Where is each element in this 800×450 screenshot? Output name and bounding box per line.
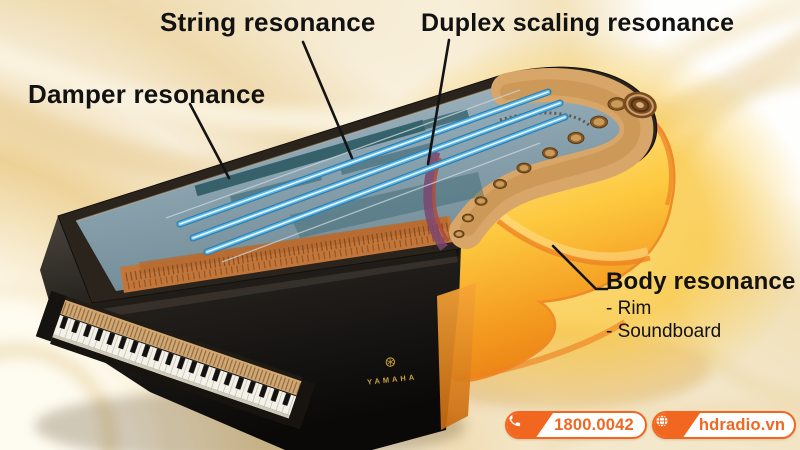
website-badge: hdradio.vn [652,411,796,439]
piano-side-glow [437,283,476,430]
damper-resonance-label: Damper resonance [28,79,266,109]
piano-strings [165,88,569,263]
frame-holes [453,97,627,238]
string-resonance-label: String resonance [160,7,376,37]
leader-lines [188,38,609,291]
string-resonance-highlight [176,88,569,256]
damper-strip [194,119,426,197]
piano-soundboard [57,66,658,304]
phone-number: 1800.0042 [554,415,634,434]
piano-case [40,216,476,450]
black-keys [56,315,297,408]
phone-badge: 1800.0042 [505,411,647,439]
body-resonance-item-rim: - Rim [606,298,652,319]
duplex-leader-line [426,38,451,166]
string-leader-line [301,40,354,160]
duplex-scaling-resonance-label: Duplex scaling resonance [421,9,735,37]
website-url: hdradio.vn [698,415,786,434]
body-resonance-label: Body resonance [606,268,796,295]
body-leader-line [551,244,609,291]
rim-wood-layers [623,91,657,119]
body-resonance-item-soundboard: - Soundboard [606,321,722,342]
damper-leader-line [188,102,231,180]
piano-keyboard [35,290,316,430]
